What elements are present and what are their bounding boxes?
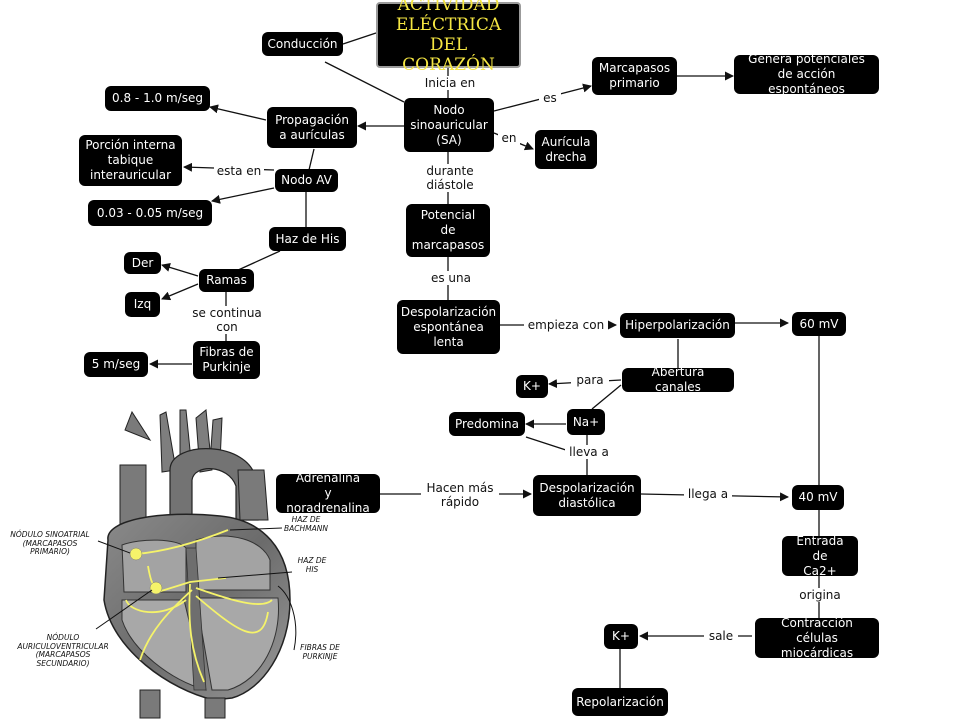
arrow-ramas-izq [161, 283, 199, 301]
node-k-plus-1: K+ [516, 375, 548, 398]
node-der: Der [124, 252, 161, 274]
node-despol-lenta: Despolarización espontánea lenta [397, 300, 500, 354]
heart-label-haz-bachmann: HAZ DE BACHMANN [284, 515, 328, 533]
label-para: para [571, 373, 609, 387]
label-llega-a: llega a [684, 487, 732, 501]
node-velocidad-purkinje: 5 m/seg [84, 352, 148, 377]
label-empieza-con: empieza con [524, 318, 608, 332]
line-title-conduccion [342, 32, 377, 45]
label-durante-diastole: durante diástole [418, 164, 482, 192]
node-hiperpolarizacion: Hiperpolarización [620, 313, 735, 338]
node-abertura-canales: Abertura canales [622, 365, 734, 394]
label-lleva-a: lleva a [565, 445, 613, 459]
line-predomina-llevaa [525, 436, 573, 453]
node-fibras-purkinje: Fibras de Purkinje [193, 341, 260, 379]
line-propagacion-nodo-av [308, 148, 315, 171]
line-abertura-na [591, 384, 622, 410]
arrow-propagacion-velocidad [209, 104, 267, 121]
label-en: en [498, 131, 520, 145]
node-ramas: Ramas [199, 269, 254, 292]
node-40mv: 40 mV [792, 485, 844, 510]
node-genera-potenciales: Genera potenciales de acción espontáneos [734, 52, 879, 96]
heart-label-nodulo-sinoatrial: NÓDULO SINOATRIAL (MARCAPASOS PRIMARIO) [10, 530, 90, 556]
label-hacen-mas-rapido: Hacen más rápido [421, 481, 499, 509]
arrow-ramas-der [161, 263, 199, 277]
label-origina: origina [795, 588, 845, 602]
label-es-una: es una [424, 271, 478, 285]
node-conduccion: Conducción [262, 32, 343, 56]
node-despol-diastolica: Despolarización diastólica [533, 475, 641, 516]
node-60mv: 60 mV [792, 312, 846, 336]
label-esta-en: esta en [214, 164, 264, 178]
line-haz-his-ramas [235, 250, 281, 272]
node-adrenalina: Adrenalina y noradrenalina [276, 471, 380, 515]
node-velocidad-av: 0.03 - 0.05 m/seg [88, 200, 212, 226]
node-potencial-marcapasos: Potencial de marcapasos [406, 204, 490, 257]
node-marcapasos-primario: Marcapasos primario [592, 57, 677, 95]
label-sale: sale [704, 629, 738, 643]
node-k-plus-2: K+ [604, 624, 638, 649]
node-predomina: Predomina [449, 412, 525, 436]
node-izq: Izq [125, 292, 160, 317]
line-conduccion-nodo-sa [324, 61, 405, 103]
arrow-nodo-av-velocidad [211, 187, 275, 204]
label-se-continua-con: se continua con [189, 306, 265, 334]
node-porcion-interna: Porción interna tabique interauricular [79, 135, 182, 186]
node-propagacion: Propagación a aurículas [267, 107, 357, 148]
label-es: es [539, 91, 561, 105]
heart-illustration [95, 409, 297, 719]
heart-label-haz-his: HAZ DE HIS [297, 556, 327, 574]
heart-label-fibras-purkinje: FIBRAS DE PURKINJE [300, 643, 340, 661]
node-velocidad-auriculas: 0.8 - 1.0 m/seg [105, 86, 210, 111]
node-nodo-sa: Nodo sinoauricular (SA) [404, 98, 494, 152]
node-nodo-av: Nodo AV [275, 169, 338, 192]
node-haz-his: Haz de His [269, 227, 346, 251]
node-auricula-drecha: Aurícula drecha [535, 130, 597, 169]
map-title: ACTIVIDAD ELÉCTRICA DEL CORAZÓN [376, 0, 521, 75]
node-repolarizacion: Repolarización [572, 688, 668, 716]
node-entrada-ca: Entrada de Ca2+ [782, 534, 858, 578]
node-na-plus: Na+ [567, 409, 605, 435]
heart-label-nodulo-av: NÓDULO AURICULOVENTRICULAR (MARCAPASOS S… [17, 633, 109, 668]
label-inicia-en: Inicia en [420, 76, 480, 90]
node-contraccion: Contracción células miocárdicas [755, 616, 879, 660]
